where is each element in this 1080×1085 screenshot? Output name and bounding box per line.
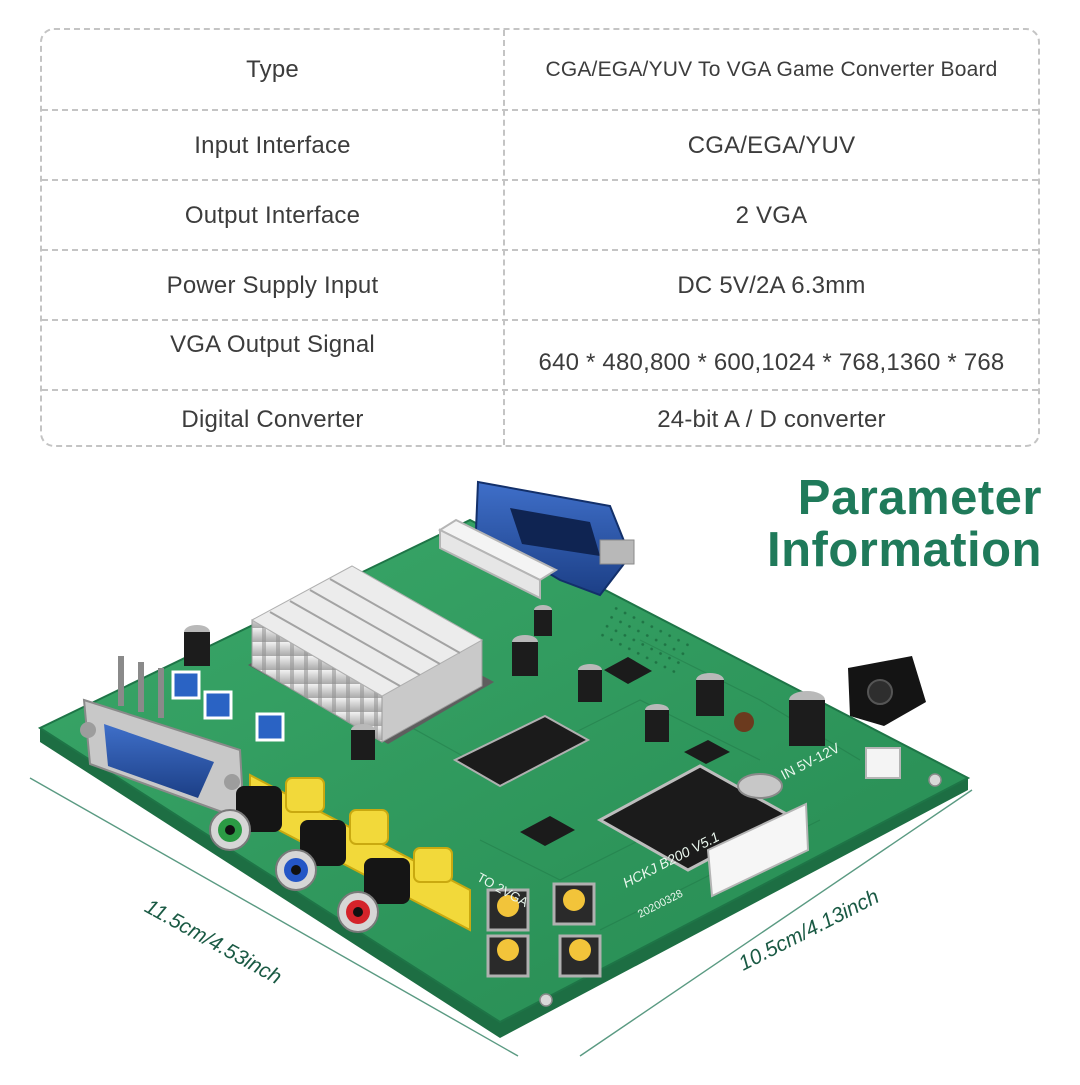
vga-output-connector	[474, 480, 635, 597]
table-row: Power Supply Input DC 5V/2A 6.3mm	[42, 249, 1038, 321]
table-row: Output Interface 2 VGA	[42, 179, 1038, 251]
table-row: Type CGA/EGA/YUV To VGA Game Converter B…	[42, 30, 1038, 109]
table-row: Input Interface CGA/EGA/YUV	[42, 109, 1038, 181]
column-divider	[503, 30, 505, 445]
dimension-lines	[29, 777, 973, 1057]
potentiometers	[171, 670, 285, 742]
tactile-buttons	[486, 882, 602, 978]
spec-label: Power Supply Input	[166, 272, 379, 299]
pcb-board-illustration: HCKJ B200 V5.1 20200328 IN 5V-12V TO 2VG…	[29, 480, 973, 1057]
io-header-connector	[706, 802, 810, 898]
pcb-edge	[40, 728, 968, 1038]
spec-value: 2 VGA	[735, 202, 808, 229]
spec-label: Output Interface	[184, 202, 361, 229]
spec-value: 24-bit A / D converter	[657, 406, 886, 433]
section-heading: Parameter Information	[622, 472, 1042, 576]
spec-value: CGA/EGA/YUV	[687, 132, 856, 159]
header-connector	[437, 518, 559, 600]
spec-value: DC 5V/2A 6.3mm	[677, 272, 866, 299]
spec-label: Digital Converter	[181, 406, 364, 433]
spec-value: CGA/EGA/YUV To VGA Game Converter Board	[545, 57, 998, 81]
heading-line-2: Information	[767, 523, 1042, 577]
spec-table: Type CGA/EGA/YUV To VGA Game Converter B…	[40, 28, 1040, 447]
via-array	[595, 601, 695, 679]
heatsink	[248, 565, 494, 744]
table-row: Digital Converter 24-bit A / D converter	[42, 389, 1038, 449]
rca-jacks	[209, 773, 471, 933]
power-jack	[848, 656, 926, 779]
heading-line-1: Parameter	[797, 471, 1042, 525]
spec-label: VGA Output Signal	[170, 331, 375, 358]
spec-value: 640 * 480,800 * 600,1024 * 768,1360 * 76…	[538, 349, 1005, 376]
table-row: VGA Output Signal 640 * 480,800 * 600,10…	[42, 319, 1038, 391]
crystal-oscillator	[737, 773, 783, 799]
spec-label: Type	[246, 55, 299, 83]
capacitors	[184, 605, 825, 760]
inductor	[734, 712, 754, 732]
spec-label: Input Interface	[194, 132, 351, 159]
product-illustration: HCKJ B200 V5.1 20200328 IN 5V-12V TO 2VG…	[0, 460, 1080, 1080]
